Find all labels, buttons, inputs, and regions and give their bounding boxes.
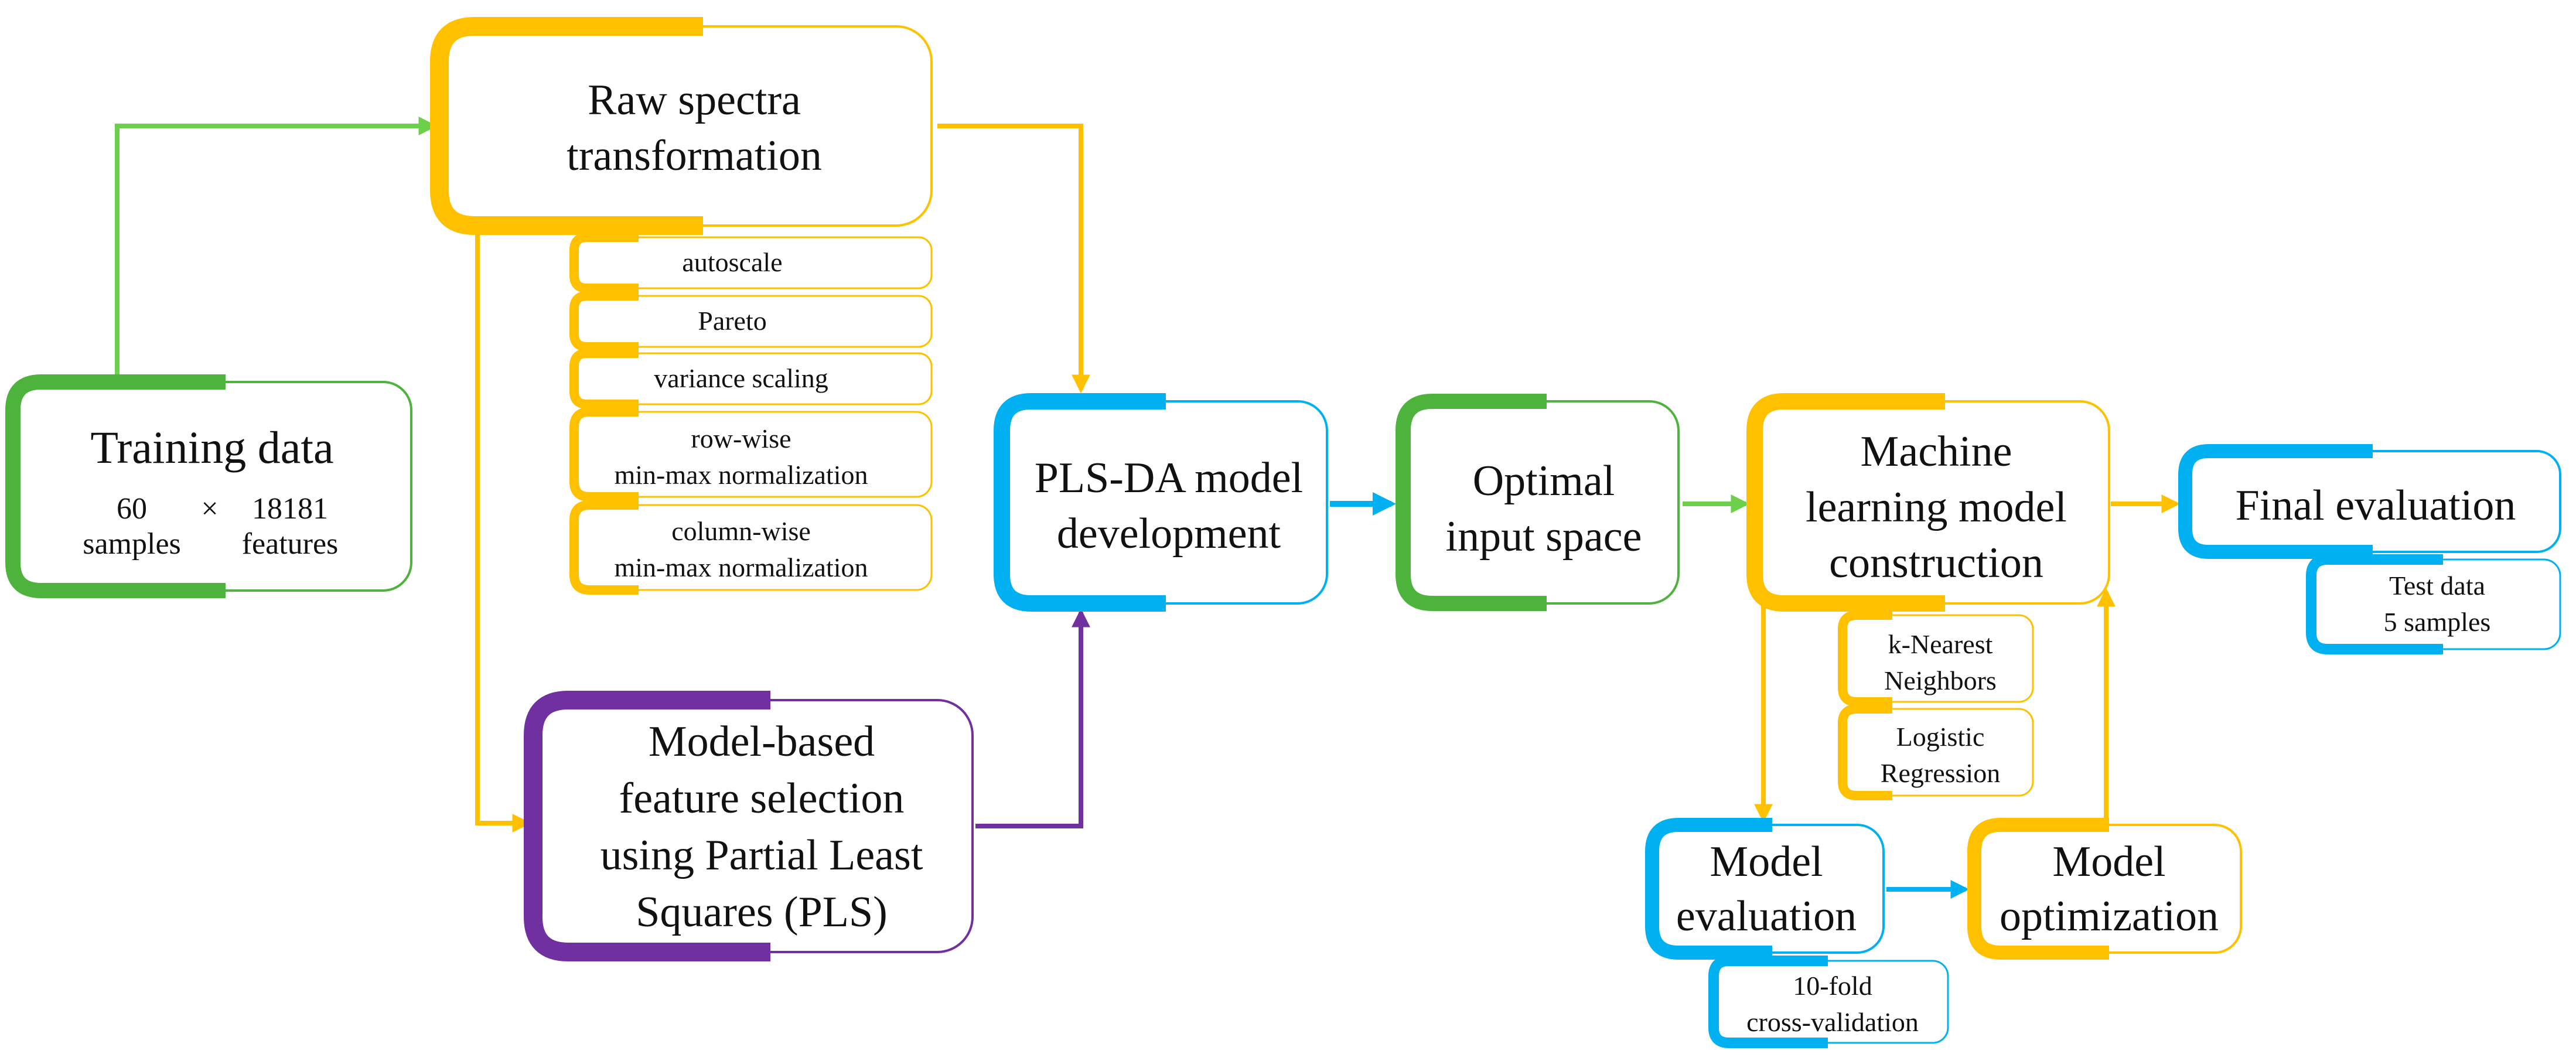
training-title: Training data	[90, 422, 333, 473]
node-cross-validation: 10-fold cross-validation	[1708, 956, 1949, 1048]
ml-model-logistic-line1: Logistic	[1896, 722, 1985, 752]
node-plsda-model-development: PLS-DA model development	[994, 393, 1328, 612]
optimal-line2: input space	[1446, 513, 1642, 561]
ml-line3: construction	[1829, 539, 2043, 587]
transform-row-wise: row-wise min-max normalization	[569, 407, 933, 501]
node-feature-selection: Model-based feature selection using Part…	[524, 691, 974, 961]
transform-pareto-label: Pareto	[698, 306, 767, 336]
ml-model-knn-line1: k-Nearest	[1888, 629, 1993, 659]
ml-model-knn: k-Nearest Neighbors	[1838, 610, 2034, 707]
training-features-label: features	[242, 527, 339, 561]
node-training-data: Training data 60 samples × 18181 feature…	[5, 374, 412, 598]
ml-model-list: k-Nearest Neighbors Logistic Regression	[1838, 610, 2034, 800]
test-line1: Test data	[2389, 571, 2485, 601]
transform-column-wise: column-wise min-max normalization	[569, 500, 933, 595]
node-final-evaluation: Final evaluation	[2178, 444, 2561, 559]
ml-model-logistic-regression: Logistic Regression	[1838, 704, 2034, 800]
transform-column-wise-line2: min-max normalization	[614, 552, 868, 582]
ml-line2: learning model	[1806, 483, 2067, 531]
feature-selection-line4: Squares (PLS)	[636, 888, 888, 936]
cv-line1: 10-fold	[1793, 971, 1872, 1001]
arrow-feature-selection-to-plsda	[975, 608, 1090, 828]
ml-model-logistic-line2: Regression	[1881, 758, 2000, 788]
transform-row-wise-line2: min-max normalization	[614, 460, 868, 490]
ml-line1: Machine	[1861, 428, 2012, 476]
optimal-line1: Optimal	[1473, 457, 1615, 505]
opt-line1: Model	[2052, 838, 2165, 886]
transform-variance-scaling: variance scaling	[569, 349, 933, 409]
node-raw-spectra-transformation: Raw spectra transformation	[430, 17, 933, 235]
transform-autoscale-label: autoscale	[682, 247, 782, 277]
eval-line2: evaluation	[1676, 892, 1857, 940]
ml-model-knn-line2: Neighbors	[1884, 666, 1997, 695]
feature-selection-line1: Model-based	[649, 718, 875, 766]
training-samples-label: samples	[83, 527, 181, 561]
test-line2: 5 samples	[2384, 607, 2491, 637]
node-test-data: Test data 5 samples	[2306, 554, 2561, 654]
plsda-line1: PLS-DA model	[1035, 454, 1303, 502]
arrow-training-to-raw	[115, 117, 438, 375]
feature-selection-line3: using Partial Least	[601, 831, 923, 879]
transform-autoscale: autoscale	[569, 233, 933, 293]
transform-row-wise-line1: row-wise	[691, 424, 791, 453]
final-title: Final evaluation	[2236, 482, 2516, 530]
node-model-optimization: Model optimization	[1967, 818, 2242, 960]
eval-line1: Model	[1710, 838, 1823, 886]
raw-line2: transformation	[567, 132, 822, 180]
opt-line2: optimization	[2000, 892, 2219, 940]
transform-variance-scaling-label: variance scaling	[654, 363, 828, 393]
node-ml-construction: Machine learning model construction	[1746, 393, 2110, 612]
connectors	[115, 117, 2181, 899]
feature-selection-line2: feature selection	[619, 775, 905, 823]
raw-line1: Raw spectra	[588, 76, 801, 124]
transform-pareto: Pareto	[569, 291, 933, 352]
plsda-line2: development	[1057, 510, 1281, 558]
node-optimal-input-space: Optimal input space	[1396, 394, 1680, 611]
training-times-symbol: ×	[201, 492, 218, 526]
arrow-raw-to-plsda	[937, 124, 1090, 394]
node-model-evaluation: Model evaluation	[1645, 818, 1885, 960]
transform-column-wise-line1: column-wise	[671, 516, 811, 546]
training-features-count: 18181	[252, 492, 328, 526]
cv-line2: cross-validation	[1746, 1007, 1919, 1037]
transform-list: autoscale Pareto variance scaling row-wi…	[569, 233, 933, 595]
arrow-raw-to-feature-selection	[475, 234, 531, 833]
training-samples-count: 60	[117, 492, 147, 526]
